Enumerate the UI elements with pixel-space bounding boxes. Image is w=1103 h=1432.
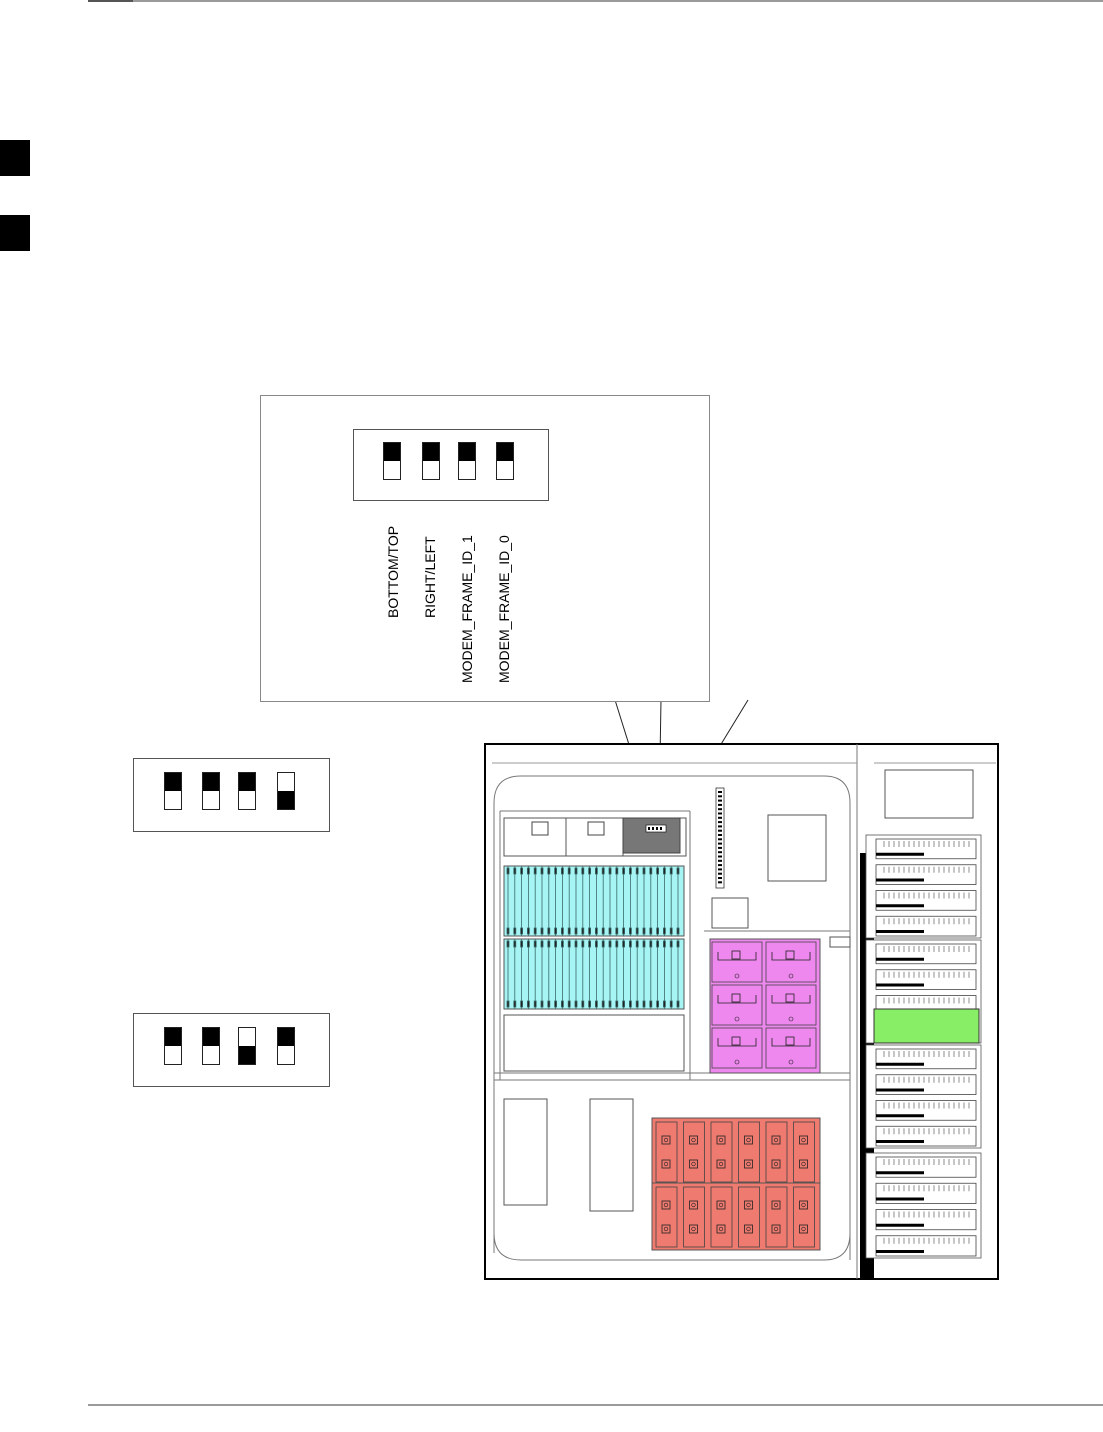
example-switch-setting-2 — [133, 1013, 330, 1087]
dip-switch-block — [623, 818, 680, 853]
cyan-card-cage-upper — [504, 866, 684, 936]
example-switch-setting-1 — [133, 758, 330, 832]
ex2-switch-2 — [202, 1027, 220, 1065]
ex1-switch-1 — [164, 772, 182, 810]
ex2-switch-1 — [164, 1027, 182, 1065]
ex2-switch-4 — [277, 1027, 295, 1065]
ex1-switch-3 — [238, 772, 256, 810]
green-highlight-module — [874, 1009, 979, 1043]
dip-switch-1 — [383, 442, 401, 480]
ex1-switch-2 — [202, 772, 220, 810]
cyan-card-cage-lower — [504, 939, 684, 1009]
ex1-switch-4 — [277, 772, 295, 810]
switch-label-modem-frame-id-1: MODEM_FRAME_ID_1 — [459, 535, 475, 683]
switch-label-bottom-top: BOTTOM/TOP — [385, 526, 401, 618]
dip-switch-4 — [496, 442, 514, 480]
dip-switch-2 — [422, 442, 440, 480]
ex2-switch-3 — [238, 1027, 256, 1065]
switch-label-modem-frame-id-0: MODEM_FRAME_ID_0 — [496, 535, 512, 683]
equipment-frame-diagram — [484, 743, 1000, 1281]
switch-detail-callout: BOTTOM/TOP RIGHT/LEFT MODEM_FRAME_ID_1 M… — [260, 395, 710, 702]
dip-switch-3 — [458, 442, 476, 480]
dip-switch-detail — [353, 429, 549, 501]
switch-label-right-left: RIGHT/LEFT — [422, 536, 438, 618]
